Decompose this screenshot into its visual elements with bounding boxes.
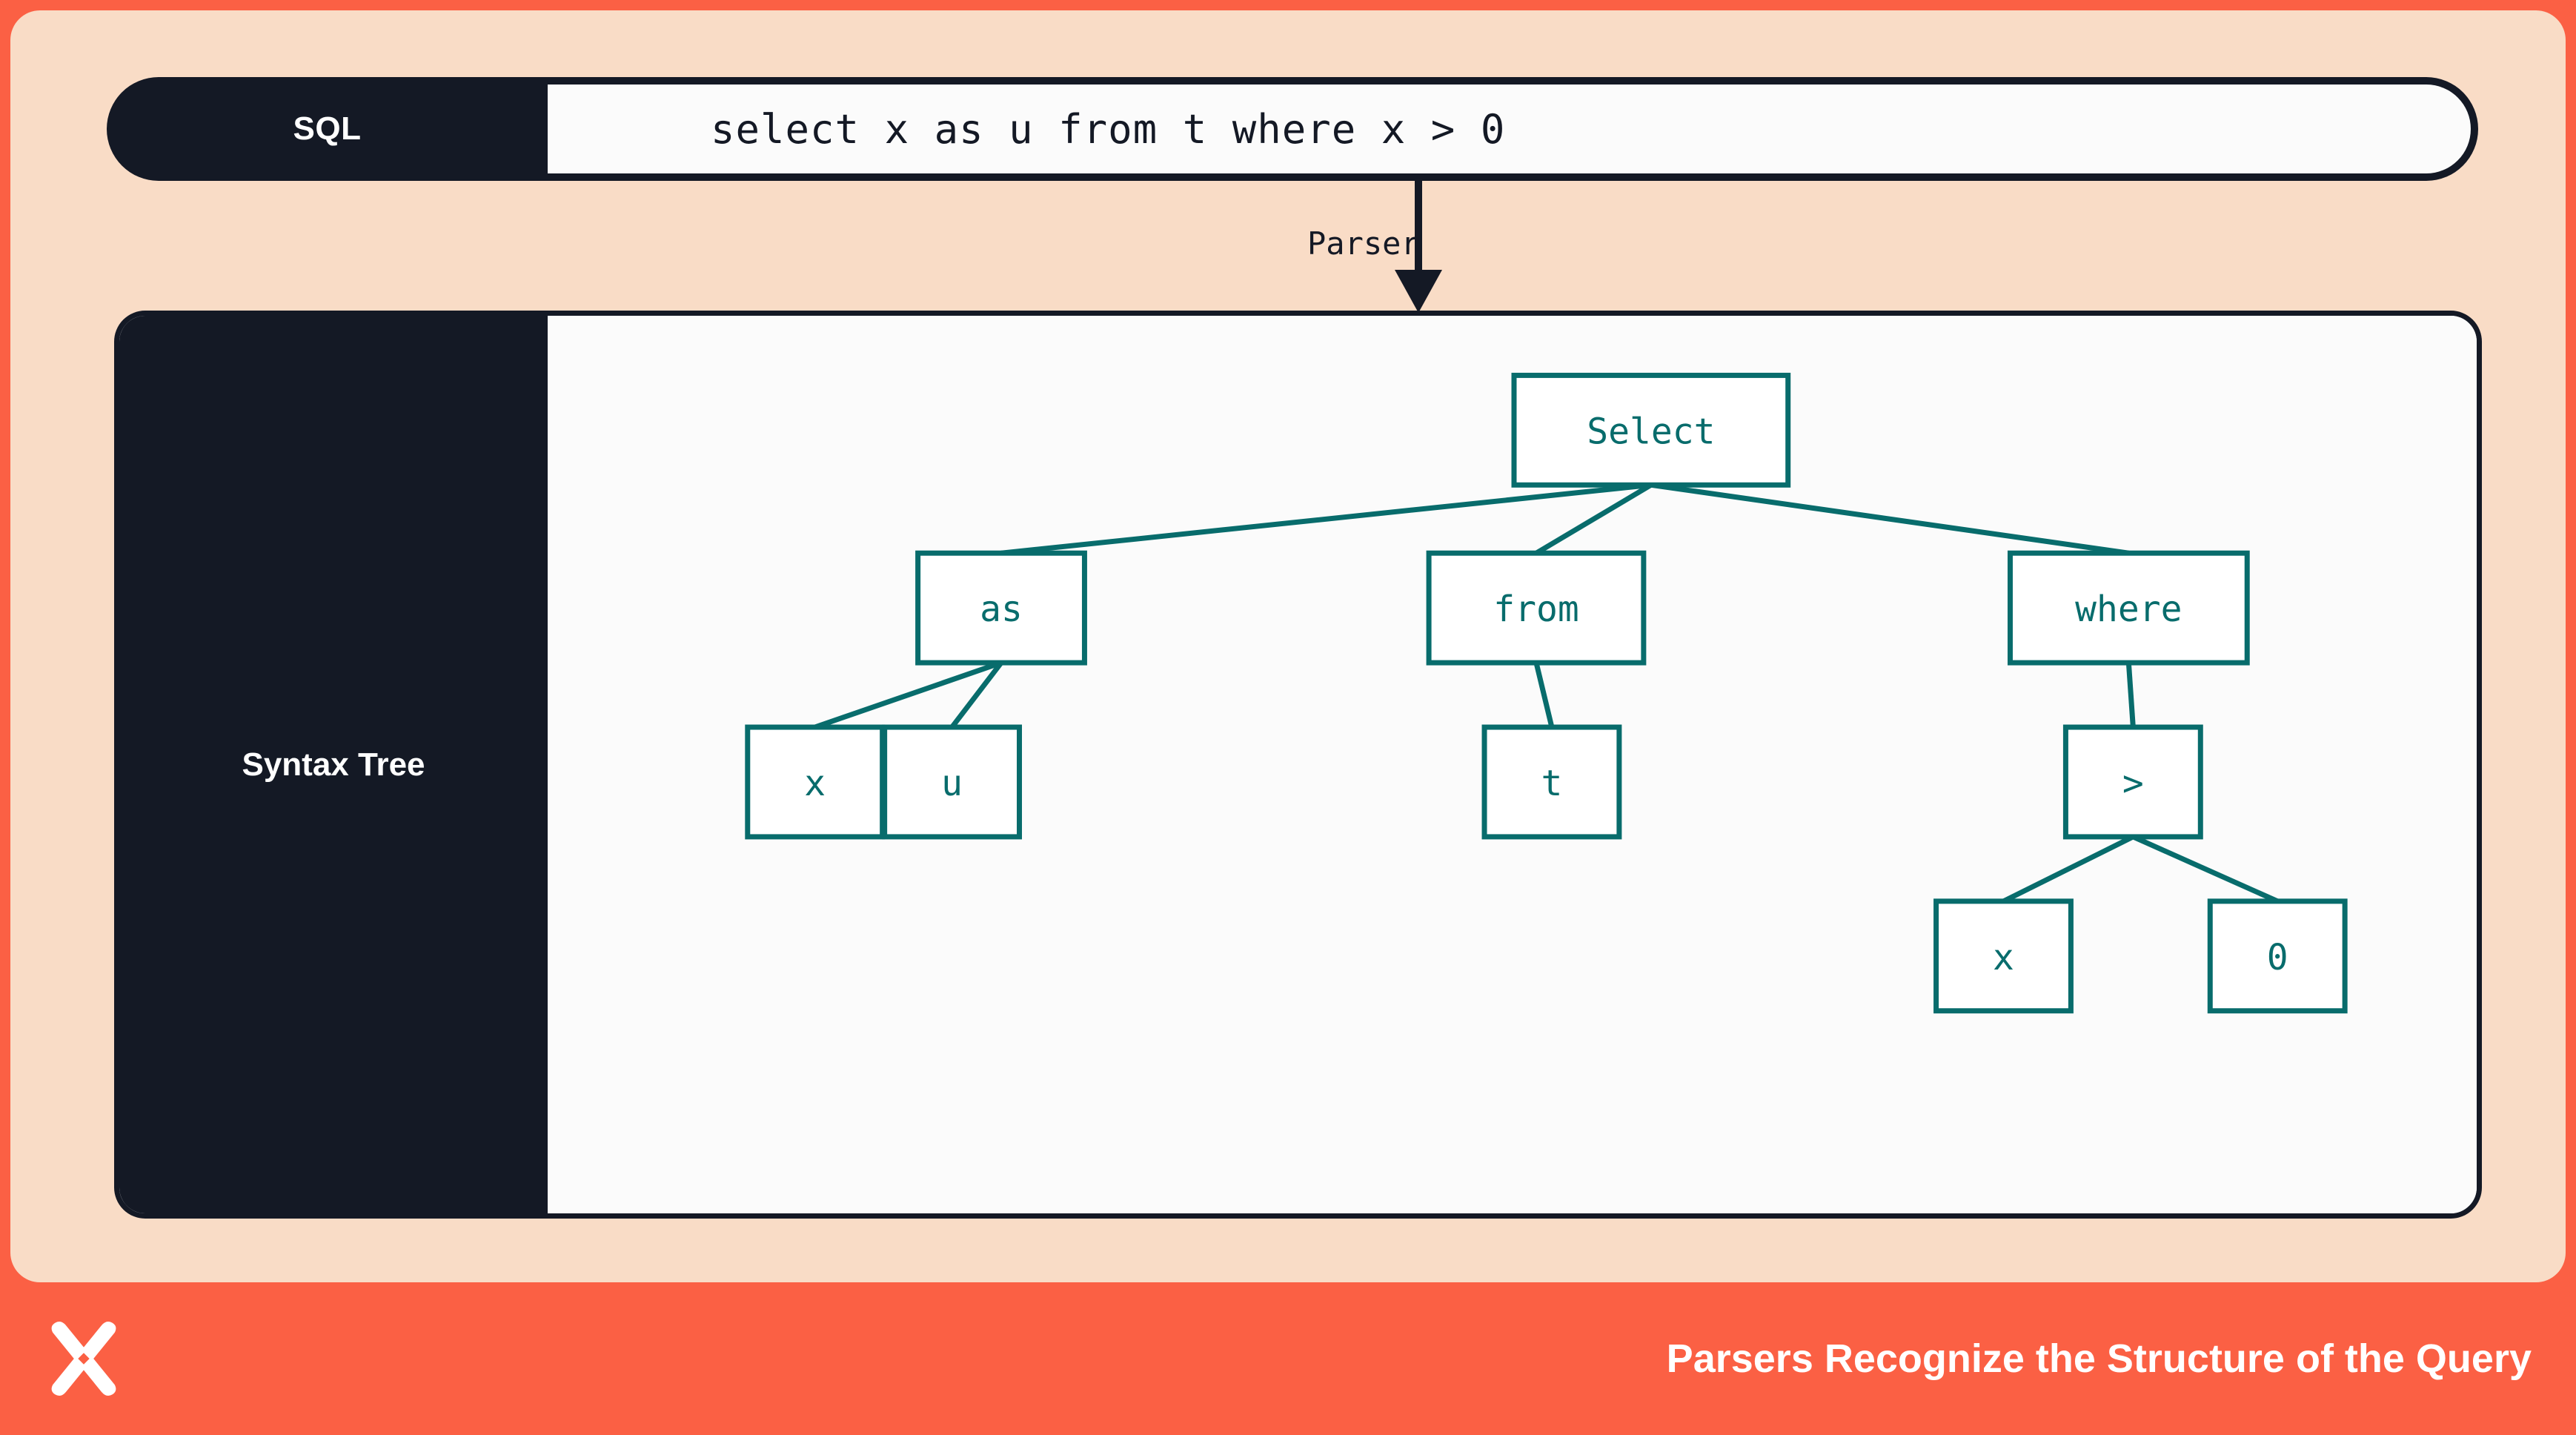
tree-edge (1535, 483, 1653, 556)
tree-edge (2002, 834, 2134, 904)
tree-edge (1000, 482, 1652, 556)
tree-node-label: where (2075, 589, 2182, 630)
syntax-tree-panel: Syntax Tree Select as from where x u t > x 0 (114, 311, 2482, 1219)
tree-edge (1533, 662, 1555, 728)
tree-edge (1650, 482, 2129, 556)
tree-edge (949, 660, 1003, 729)
tree-edge (814, 660, 1003, 730)
sql-row-label: SQL (293, 110, 362, 147)
tree-node-box (2207, 898, 2348, 1014)
syntax-tree-sidebar: Syntax Tree (119, 316, 548, 1213)
tree-node-gt[interactable]: > (2062, 724, 2203, 840)
tree-node-from[interactable]: from (1426, 550, 1647, 666)
tree-node-zero[interactable]: 0 (2207, 898, 2348, 1014)
footer-bar: Parsers Recognize the Structure of the Q… (0, 1282, 2576, 1435)
tree-node-box (1481, 724, 1622, 840)
syntax-tree-label: Syntax Tree (242, 746, 425, 783)
tree-node-label: Select (1587, 411, 1715, 452)
syntax-tree-graph: Select as from where x u t > x 0 (745, 372, 2348, 1014)
tree-node-label: x (804, 763, 826, 804)
tree-node-where[interactable]: where (2007, 550, 2250, 666)
tree-node-u[interactable]: u (882, 724, 1023, 840)
tree-node-label: u (941, 763, 963, 804)
tree-node-label: t (1541, 763, 1563, 804)
parser-label: Parser (1307, 225, 1420, 262)
tree-node-as[interactable]: as (915, 550, 1087, 666)
syntax-tree-canvas: Select as from where x u t > x 0 (548, 316, 2477, 1213)
tree-node-label: 0 (2267, 937, 2288, 978)
tree-edge (2131, 834, 2279, 904)
main-card: SQL select x as u from t where x > 0 Par… (10, 10, 2566, 1282)
tree-node-t[interactable]: t (1481, 724, 1622, 840)
footer-caption: Parsers Recognize the Structure of the Q… (1666, 1336, 2532, 1381)
tree-node-label: from (1493, 589, 1579, 630)
tree-node-layer: Select as from where x u t > x 0 (745, 372, 2348, 1014)
tree-node-label: as (980, 589, 1023, 630)
sql-query-text: select x as u from t where x > 0 (711, 105, 1506, 153)
tree-node-box (1511, 372, 1791, 488)
tree-node-select[interactable]: Select (1511, 372, 1791, 488)
sql-query-field[interactable]: select x as u from t where x > 0 (548, 84, 2471, 173)
tree-node-box (1933, 898, 2074, 1014)
tree-node-box (915, 550, 1087, 666)
arrow-down-icon (1395, 181, 1442, 313)
tree-node-box (745, 724, 886, 840)
x-mark-logo-icon (51, 1322, 116, 1396)
tree-node-x2[interactable]: x (1933, 898, 2074, 1014)
tree-edge (2125, 662, 2136, 728)
tree-node-box (2062, 724, 2203, 840)
sql-input-row: SQL select x as u from t where x > 0 (107, 77, 2478, 181)
tree-node-box (2007, 550, 2250, 666)
tree-node-x1[interactable]: x (745, 724, 886, 840)
tree-node-label: x (1993, 937, 2014, 978)
tree-edge-layer (814, 482, 2279, 904)
tree-node-label: > (2122, 763, 2144, 804)
tree-node-box (1426, 550, 1647, 666)
tree-node-box (882, 724, 1023, 840)
